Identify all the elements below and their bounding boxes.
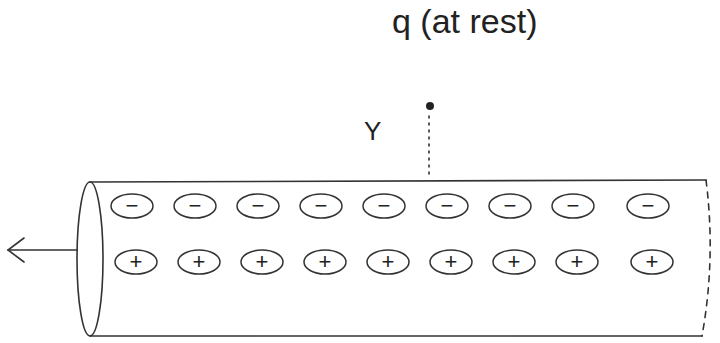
positive-charge: + xyxy=(382,251,395,273)
positive-charge: + xyxy=(130,251,143,273)
negative-charge: − xyxy=(189,195,202,217)
negative-charge: − xyxy=(126,195,139,217)
charge-oval xyxy=(174,194,216,218)
negative-charge: − xyxy=(315,195,328,217)
charge-oval xyxy=(426,194,468,218)
charge-label: q (at rest) xyxy=(392,4,537,38)
negative-charge: − xyxy=(252,195,265,217)
arrow-head xyxy=(8,238,24,262)
negative-charge: − xyxy=(504,195,517,217)
wire-bottom-edge xyxy=(90,335,702,337)
positive-charge: + xyxy=(319,251,332,273)
wire-right-end xyxy=(702,180,710,336)
positive-charge: + xyxy=(508,251,521,273)
charge-oval xyxy=(178,250,220,274)
charge-oval xyxy=(115,250,157,274)
charge-oval xyxy=(237,194,279,218)
positive-charge: + xyxy=(256,251,269,273)
charge-oval xyxy=(556,250,598,274)
charge-oval xyxy=(300,194,342,218)
wire-left-end xyxy=(77,182,103,336)
charge-oval xyxy=(430,250,472,274)
negative-charge: − xyxy=(642,195,655,217)
negative-charge: − xyxy=(441,195,454,217)
negative-charge: − xyxy=(567,195,580,217)
distance-line xyxy=(428,116,430,178)
distance-label: Y xyxy=(364,118,381,144)
motion-arrow xyxy=(8,249,77,251)
charge-oval xyxy=(489,194,531,218)
positive-charge: + xyxy=(445,251,458,273)
charge-oval xyxy=(631,250,673,274)
point-charge xyxy=(426,102,434,110)
charge-oval xyxy=(304,250,346,274)
charge-oval xyxy=(552,194,594,218)
positive-charge: + xyxy=(646,251,659,273)
positive-charge: + xyxy=(571,251,584,273)
charge-oval xyxy=(367,250,409,274)
charge-oval xyxy=(111,194,153,218)
negative-charge: − xyxy=(378,195,391,217)
charge-oval xyxy=(363,194,405,218)
wire-top-edge xyxy=(90,180,706,182)
charge-oval xyxy=(627,194,669,218)
positive-charge: + xyxy=(193,251,206,273)
charge-oval xyxy=(493,250,535,274)
charge-oval xyxy=(241,250,283,274)
